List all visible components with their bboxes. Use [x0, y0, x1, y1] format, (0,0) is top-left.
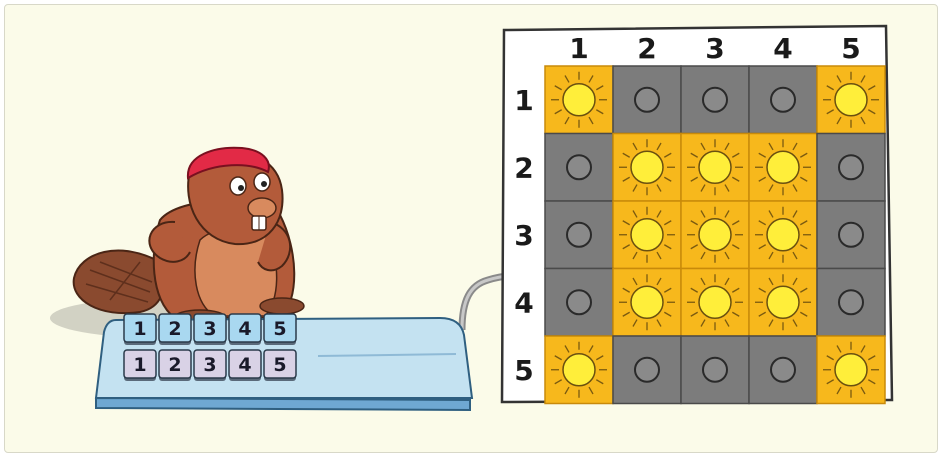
light-off-icon	[567, 155, 591, 179]
grid-cell-r4-c1	[545, 269, 613, 337]
row-label: 3	[514, 219, 533, 252]
light-off-icon	[703, 88, 727, 112]
grid-cell-r3-c3	[681, 201, 749, 269]
grid-cell-r1-c4	[749, 66, 817, 134]
row-label: 2	[514, 151, 533, 184]
column-label: 1	[569, 32, 588, 65]
key-label: 2	[168, 318, 181, 340]
light-board: 1 2 3 4 5 1 2 3 4 5	[502, 26, 892, 404]
top-row-key-2[interactable]: 2	[159, 314, 191, 345]
column-label: 5	[841, 32, 860, 65]
top-row-key-5[interactable]: 5	[264, 314, 296, 345]
grid-cell-r2-c3	[681, 134, 749, 202]
row-label: 1	[514, 84, 533, 117]
beaver-tail	[74, 251, 164, 314]
bottom-row-key-2[interactable]: 2	[159, 350, 191, 381]
grid-cell-r3-c5	[817, 201, 885, 269]
grid-cell-r3-c2	[613, 201, 681, 269]
key-label: 5	[273, 354, 286, 376]
light-off-icon	[567, 290, 591, 314]
light-off-icon	[703, 358, 727, 382]
key-label: 5	[273, 318, 286, 340]
grid-cell-r2-c5	[817, 134, 885, 202]
grid-cell-r1-c5	[817, 66, 885, 134]
top-row-key-3[interactable]: 3	[194, 314, 226, 345]
top-row-key-4[interactable]: 4	[229, 314, 261, 345]
grid-cell-r3-c4	[749, 201, 817, 269]
light-off-icon	[567, 223, 591, 247]
key-label: 4	[238, 318, 251, 340]
grid-cell-r5-c5	[817, 336, 885, 404]
grid-cell-r1-c2	[613, 66, 681, 134]
light-off-icon	[839, 223, 863, 247]
key-label: 3	[203, 318, 216, 340]
grid-cell-r2-c2	[613, 134, 681, 202]
key-label: 1	[133, 354, 146, 376]
grid-cell-r5-c2	[613, 336, 681, 404]
grid-cell-r1-c1	[545, 66, 613, 134]
row-label: 5	[514, 354, 533, 387]
light-off-icon	[771, 358, 795, 382]
light-off-icon	[635, 358, 659, 382]
light-grid	[545, 66, 885, 404]
grid-cell-r5-c1	[545, 336, 613, 404]
grid-cell-r5-c4	[749, 336, 817, 404]
top-row-key-1[interactable]: 1	[124, 314, 156, 345]
light-off-icon	[839, 155, 863, 179]
bottom-row-key-4[interactable]: 4	[229, 350, 261, 381]
grid-cell-r2-c1	[545, 134, 613, 202]
grid-cell-r2-c4	[749, 134, 817, 202]
grid-cell-r1-c3	[681, 66, 749, 134]
grid-cell-r5-c3	[681, 336, 749, 404]
grid-cell-r3-c1	[545, 201, 613, 269]
light-off-icon	[839, 290, 863, 314]
column-label: 2	[637, 32, 656, 65]
row-label: 4	[514, 286, 533, 319]
light-off-icon	[771, 88, 795, 112]
key-label: 1	[133, 318, 146, 340]
beaver-character	[50, 148, 304, 338]
key-label: 4	[238, 354, 251, 376]
bottom-row-key-5[interactable]: 5	[264, 350, 296, 381]
bottom-row-key-1[interactable]: 1	[124, 350, 156, 381]
bottom-row-key-3[interactable]: 3	[194, 350, 226, 381]
column-label: 4	[773, 32, 792, 65]
grid-cell-r4-c5	[817, 269, 885, 337]
grid-cell-r4-c3	[681, 269, 749, 337]
grid-cell-r4-c4	[749, 269, 817, 337]
column-label: 3	[705, 32, 724, 65]
key-label: 3	[203, 354, 216, 376]
light-off-icon	[635, 88, 659, 112]
key-label: 2	[168, 354, 181, 376]
grid-cell-r4-c2	[613, 269, 681, 337]
